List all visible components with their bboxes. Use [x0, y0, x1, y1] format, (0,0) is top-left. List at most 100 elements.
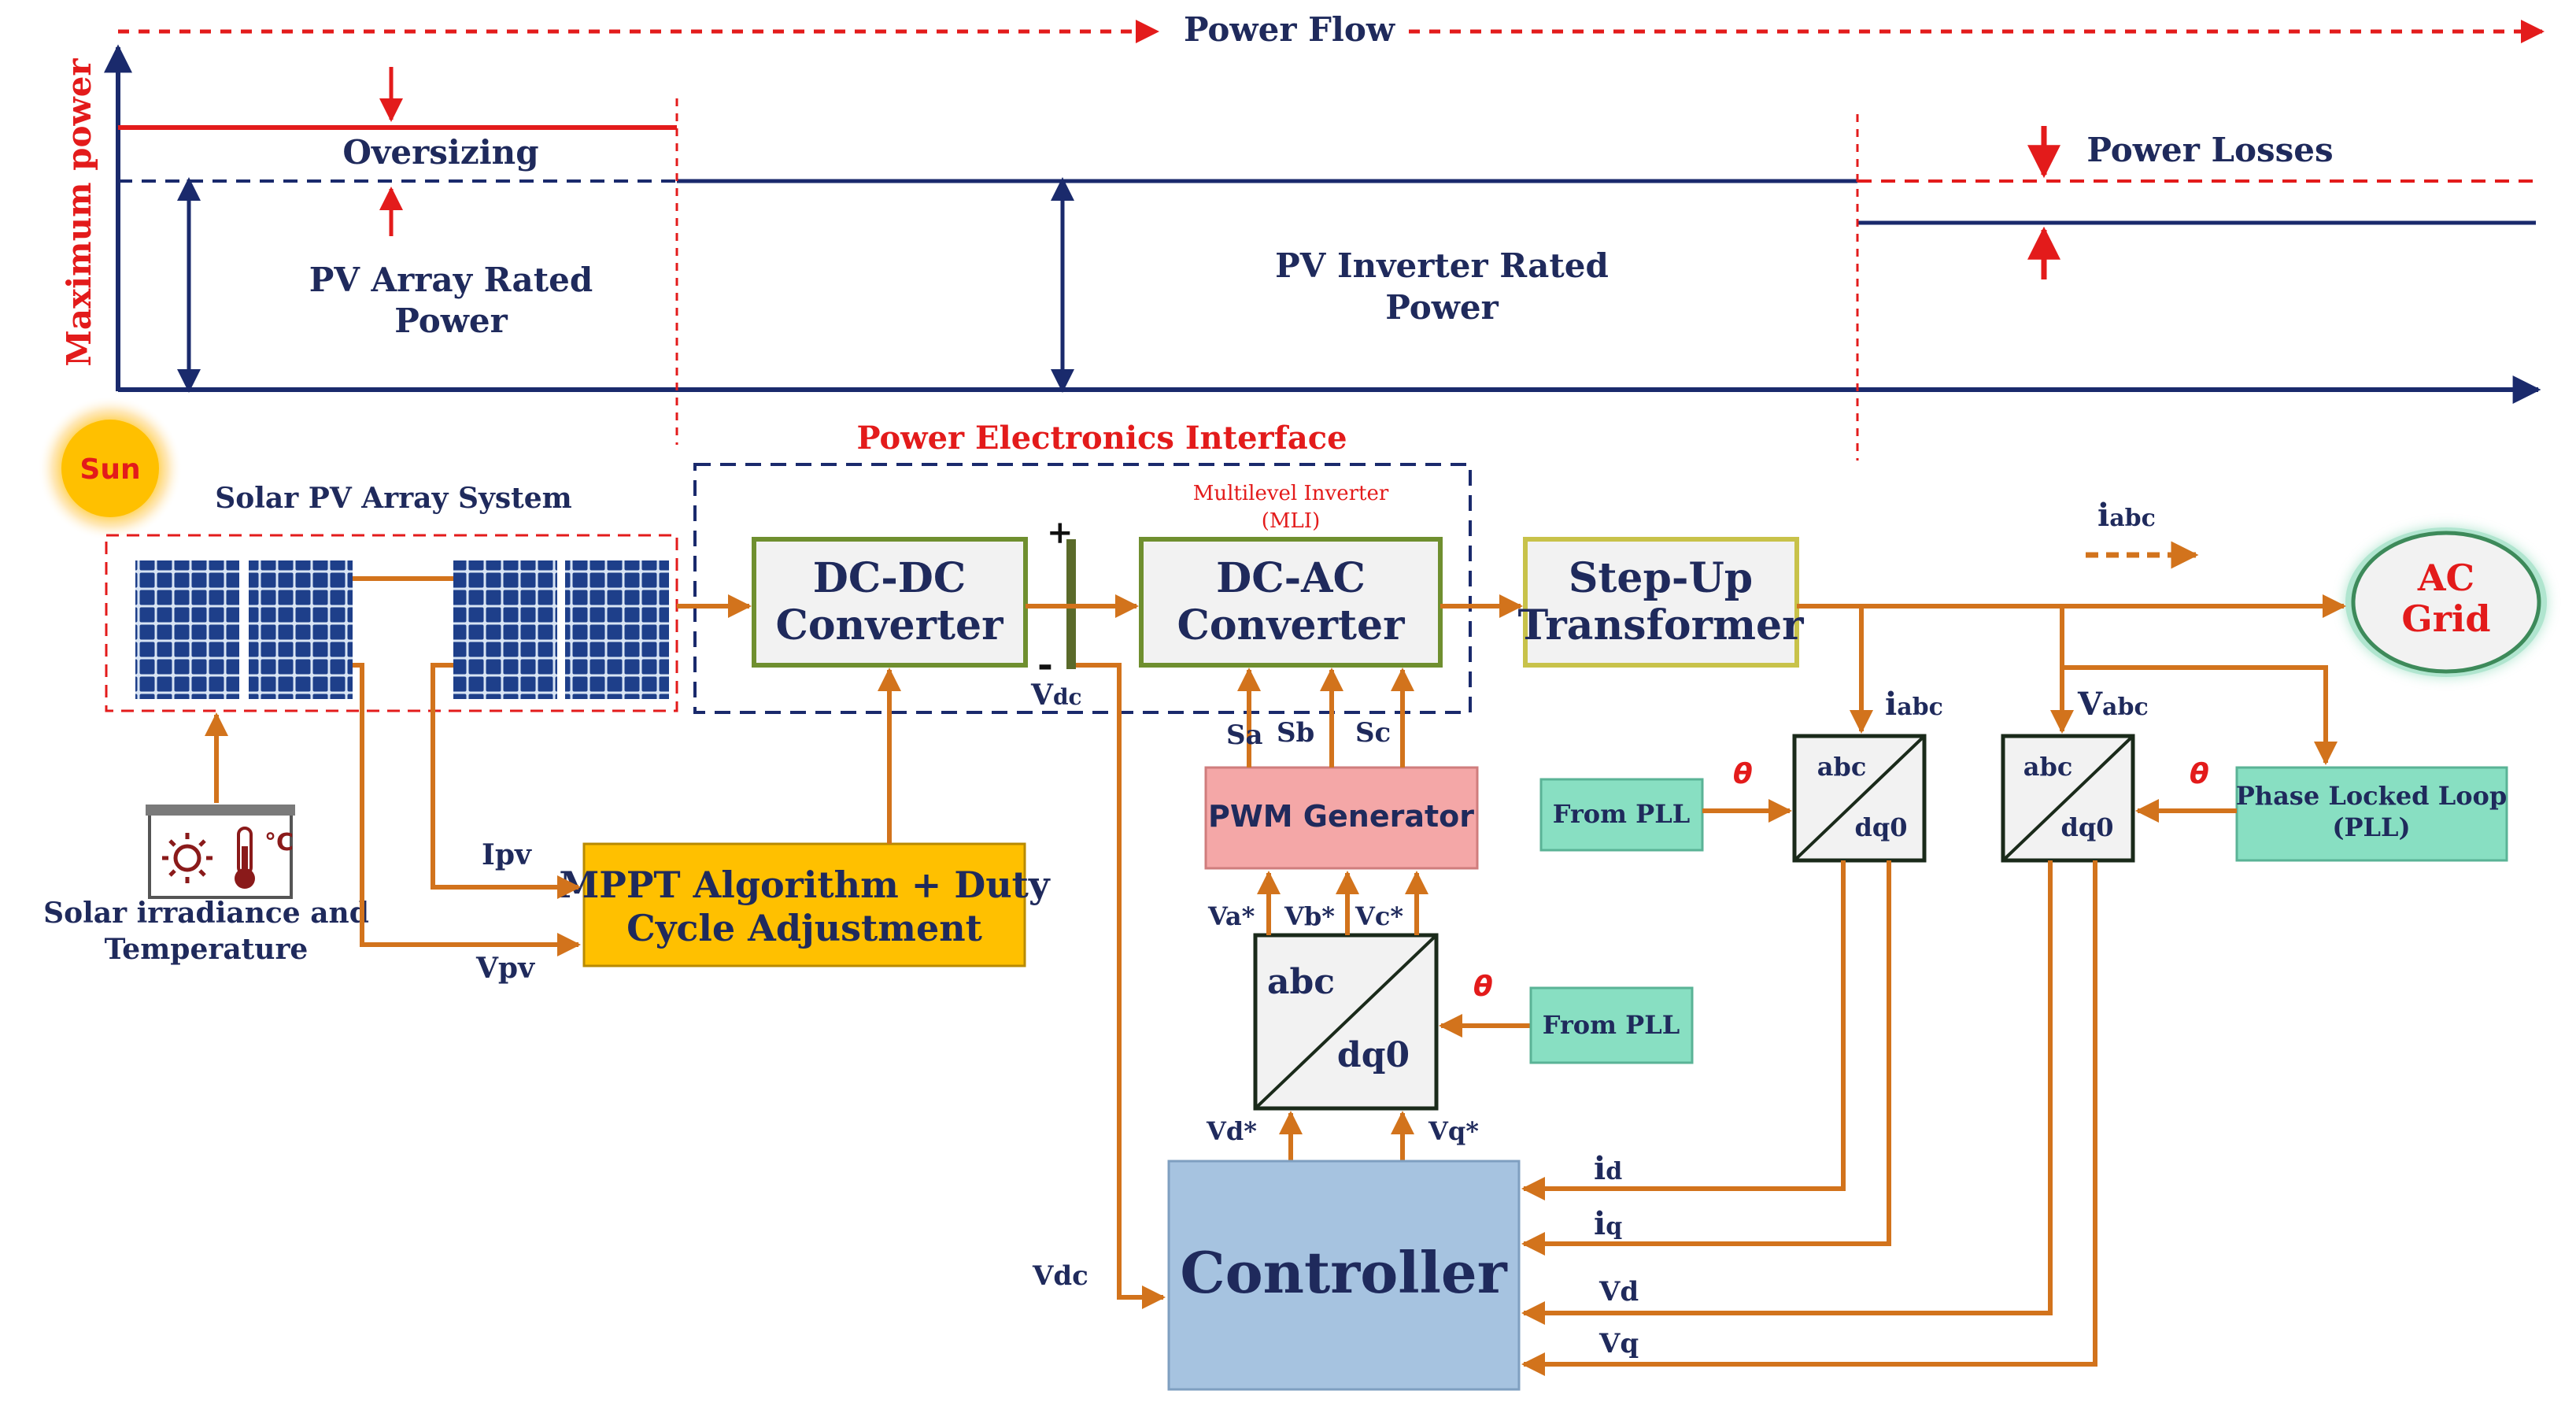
transform-diagonal-main	[1254, 934, 1438, 1110]
pv-system-title: Solar PV Array System	[215, 482, 572, 515]
pwm-label: PWM Generator	[1208, 799, 1474, 834]
solar-pv-array-system: Solar PV Array System	[105, 482, 678, 712]
from-pll-lower: From PLL	[1529, 986, 1694, 1064]
mppt-line2: Cycle Adjustment	[626, 907, 983, 949]
power-flow-label: Power Flow	[1184, 10, 1395, 49]
vc-label: Vc*	[1355, 901, 1403, 931]
step-up-transformer: Step-Up Transformer	[1517, 537, 1804, 668]
transform-main-dq0: dq0	[1337, 1035, 1410, 1075]
celsius-symbol: °C	[264, 829, 294, 856]
vabc-measure-label: Vabc	[2077, 686, 2149, 723]
vabc-to-pll-wire	[2062, 665, 2338, 765]
vdc-controller-label: Vdc	[1032, 1260, 1088, 1292]
from-pll-upper-box	[1539, 778, 1704, 852]
sa-label: Sa	[1226, 719, 1263, 751]
dc-dc-converter: DC-DC Converter	[752, 537, 1028, 668]
dc-dc-line2: Converter	[775, 601, 1003, 649]
ipv-label: Ipv	[482, 838, 532, 871]
pv-panel-4	[565, 560, 669, 699]
iq-feedback-wire	[1521, 860, 1891, 1256]
transformer-box	[1523, 537, 1799, 668]
pwm-generator: PWM Generator	[1204, 766, 1479, 870]
controller-box	[1167, 1160, 1521, 1391]
maximum-power-axis-label: Maximum power	[60, 58, 98, 367]
pv-panel-3	[453, 560, 557, 699]
vq-label: Vq	[1598, 1328, 1639, 1359]
dc-ac-line2: Converter	[1177, 601, 1405, 649]
from-pll-upper-label: From PLL	[1553, 799, 1690, 829]
oversizing-label: Oversizing	[342, 133, 538, 172]
iabc-flow-label: iabc	[2097, 497, 2156, 534]
sun-thermometer-icon: °C	[162, 827, 294, 889]
current-abc-dq0-transform: abc dq0	[1792, 734, 1927, 863]
pll-line1: Phase Locked Loop	[2236, 781, 2508, 811]
power-losses-label: Power Losses	[2086, 131, 2333, 169]
transform-current-dq0: dq0	[1854, 812, 1907, 842]
theta-label-pll: θ	[2190, 758, 2209, 790]
iabc-measure-label: iabc	[1885, 686, 1943, 723]
grid-line1: AC	[2417, 557, 2474, 599]
pll-box	[2235, 766, 2508, 862]
mli-label-line2: (MLI)	[1262, 509, 1320, 533]
ipv-wire	[431, 663, 581, 899]
from-pll-lower-box	[1529, 986, 1694, 1064]
pv-inverter-rated-line2: Power	[1385, 288, 1499, 327]
pv-panel-2	[249, 560, 353, 699]
measurement-wires	[1521, 606, 2338, 1376]
transform-diagonal-current	[1793, 734, 1926, 862]
voltage-abc-dq0-transform: abc dq0	[2001, 734, 2135, 863]
sun: Sun	[38, 396, 183, 541]
dc-dc-line1: DC-DC	[813, 554, 966, 602]
from-pll-lower-label: From PLL	[1543, 1010, 1680, 1040]
vdc-feedback-wire	[1076, 663, 1166, 1309]
transform-main-abc: abc	[1267, 962, 1335, 1002]
transformer-line1: Step-Up	[1569, 554, 1753, 602]
irradiance-temperature-sensor: °C Solar irradiance and Temperature	[43, 712, 369, 966]
from-pll-upper: From PLL	[1539, 778, 1704, 852]
transform-current-abc: abc	[1817, 752, 1867, 782]
dq0-to-abc-transform: abc dq0	[1253, 933, 1439, 1111]
pei-title: Power Electronics Interface	[856, 420, 1347, 457]
id-label: id	[1594, 1150, 1622, 1187]
mli-label-line1: Multilevel Inverter	[1193, 482, 1389, 505]
pll-line2: (PLL)	[2332, 812, 2410, 842]
dc-ac-box	[1139, 537, 1443, 668]
dc-ac-line1: DC-AC	[1216, 554, 1366, 602]
transform-diagonal-voltage	[2001, 734, 2134, 862]
dc-link-minus: -	[1037, 642, 1053, 686]
grid-line2: Grid	[2401, 597, 2490, 640]
vd-feedback-wire	[1521, 860, 2053, 1325]
mppt-line1: MPPT Algorithm + Duty	[559, 864, 1051, 906]
mppt-block: MPPT Algorithm + Duty Cycle Adjustment	[559, 842, 1051, 967]
gate-signal-wires	[1237, 668, 1414, 768]
dc-dc-box	[752, 537, 1028, 668]
sc-label: Sc	[1355, 717, 1391, 749]
vpv-wire	[353, 663, 581, 956]
mppt-box	[582, 842, 1026, 967]
controller-label: Controller	[1180, 1239, 1507, 1306]
sb-label: Sb	[1277, 717, 1314, 749]
va-label: Va*	[1207, 901, 1255, 931]
reference-wires	[1257, 871, 1531, 1161]
irradiance-label-line2: Temperature	[105, 933, 309, 966]
phase-locked-loop: Phase Locked Loop (PLL)	[2235, 766, 2508, 862]
theta-label-main: θ	[1473, 971, 1493, 1003]
ac-grid: AC Grid	[2345, 527, 2547, 677]
vd-ref-label: Vd*	[1206, 1116, 1257, 1146]
vdc-label-dclink: Vdc	[1030, 679, 1082, 712]
pv-array-rated-line2: Power	[394, 301, 508, 340]
irradiance-label-line1: Solar irradiance and	[43, 897, 369, 930]
controller: Controller	[1167, 1160, 1521, 1391]
transformer-line2: Transformer	[1517, 601, 1804, 649]
pv-array-rated-line1: PV Array Rated	[309, 261, 593, 299]
pv-panel-1	[135, 560, 239, 699]
vb-label: Vb*	[1284, 901, 1335, 931]
grid-ellipse	[2351, 531, 2541, 674]
transform-voltage-dq0: dq0	[2060, 812, 2113, 842]
irradiance-icon-header	[146, 805, 295, 816]
theta-label-current: θ	[1733, 758, 1753, 790]
power-flow-chart: Power Flow Maximum power Oversizing PV A…	[60, 10, 2545, 461]
pv-system-boundary	[105, 534, 678, 712]
dc-ac-converter: DC-AC Converter	[1139, 537, 1443, 668]
